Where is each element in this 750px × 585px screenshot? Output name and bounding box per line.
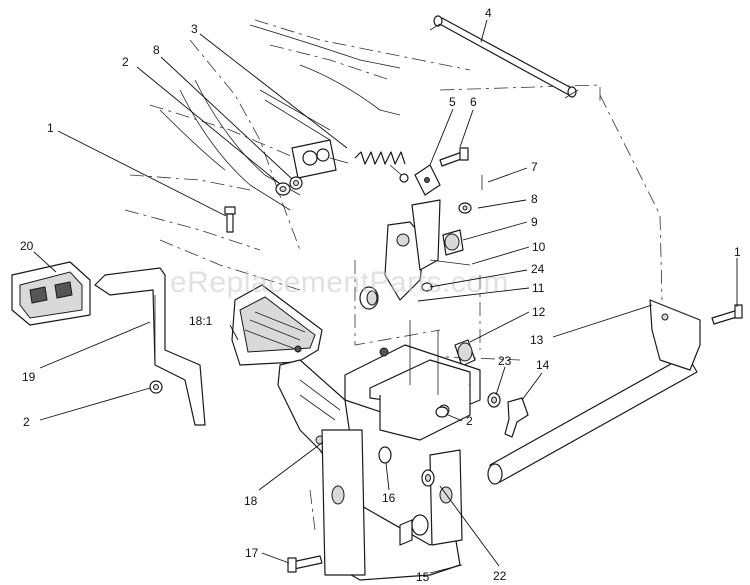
part-nut-lower-2-center bbox=[435, 406, 449, 418]
part-rod-4 bbox=[429, 15, 579, 99]
part-bushing-upper-8 bbox=[289, 176, 303, 190]
watermark-text: eReplacementParts.com bbox=[170, 266, 509, 299]
callout-11: 11 bbox=[532, 281, 545, 295]
callout-19: 19 bbox=[22, 370, 36, 384]
part-bushing-9 bbox=[442, 229, 464, 256]
part-nut-lower-2-left bbox=[149, 380, 163, 394]
callout-2-lower-center: 2 bbox=[466, 414, 473, 428]
part-bushing-22 bbox=[421, 469, 435, 487]
callout-6: 6 bbox=[470, 95, 477, 109]
leader-lines bbox=[33, 19, 738, 574]
callout-15: 15 bbox=[416, 570, 430, 584]
part-bolt-1-right bbox=[711, 304, 743, 325]
part-bushing-left bbox=[359, 286, 379, 310]
callout-16: 16 bbox=[382, 491, 396, 505]
callout-18: 18 bbox=[244, 494, 258, 508]
part-bolt-1-left bbox=[224, 206, 236, 233]
callout-1-left: 1 bbox=[47, 121, 54, 135]
callout-17: 17 bbox=[245, 546, 259, 560]
part-pedal-18-1 bbox=[231, 284, 323, 366]
callout-8-right: 8 bbox=[531, 192, 538, 206]
part-pivot-bracket bbox=[344, 320, 481, 441]
part-bolt-6 bbox=[439, 147, 469, 167]
part-upright-plate-right bbox=[429, 449, 463, 546]
part-upright-plate-left bbox=[321, 429, 366, 576]
callout-13: 13 bbox=[530, 333, 544, 347]
callout-2-lower-left: 2 bbox=[23, 415, 30, 429]
callout-1-right: 1 bbox=[734, 245, 741, 259]
callout-24: 24 bbox=[531, 262, 545, 276]
part-nut-23 bbox=[487, 392, 501, 408]
part-bushing-12 bbox=[454, 339, 476, 367]
part-lever-plate bbox=[384, 199, 441, 301]
callout-12: 12 bbox=[532, 305, 546, 319]
part-bracket-5 bbox=[414, 164, 441, 196]
part-pedal-19 bbox=[94, 267, 206, 426]
part-bolt-17 bbox=[287, 555, 323, 573]
callout-2-upper: 2 bbox=[122, 55, 129, 69]
part-pin-10 bbox=[429, 259, 471, 266]
callout-20: 20 bbox=[20, 239, 34, 253]
part-bushing-16 bbox=[378, 446, 392, 464]
callout-23: 23 bbox=[498, 354, 512, 368]
part-bushing-upper-2 bbox=[275, 182, 291, 196]
part-shaft-13 bbox=[487, 299, 701, 485]
callout-9: 9 bbox=[531, 215, 538, 229]
callout-10: 10 bbox=[532, 240, 546, 254]
frame-rails bbox=[159, 24, 401, 211]
part-washer-8 bbox=[458, 202, 472, 214]
callout-22: 22 bbox=[493, 569, 507, 583]
callout-14: 14 bbox=[536, 358, 550, 372]
callout-18-1: 18:1 bbox=[189, 314, 213, 328]
part-elbow-14 bbox=[504, 397, 529, 438]
callout-8-upper: 8 bbox=[153, 43, 160, 57]
callout-4: 4 bbox=[485, 6, 492, 20]
callout-3: 3 bbox=[191, 22, 198, 36]
part-cable-bracket bbox=[291, 139, 349, 179]
callout-labels: 1 1 2 2 2 3 4 5 6 7 8 8 9 10 11 12 13 14… bbox=[20, 6, 741, 584]
callout-7: 7 bbox=[531, 160, 538, 174]
callout-5: 5 bbox=[449, 95, 456, 109]
part-pad-20 bbox=[11, 261, 91, 326]
